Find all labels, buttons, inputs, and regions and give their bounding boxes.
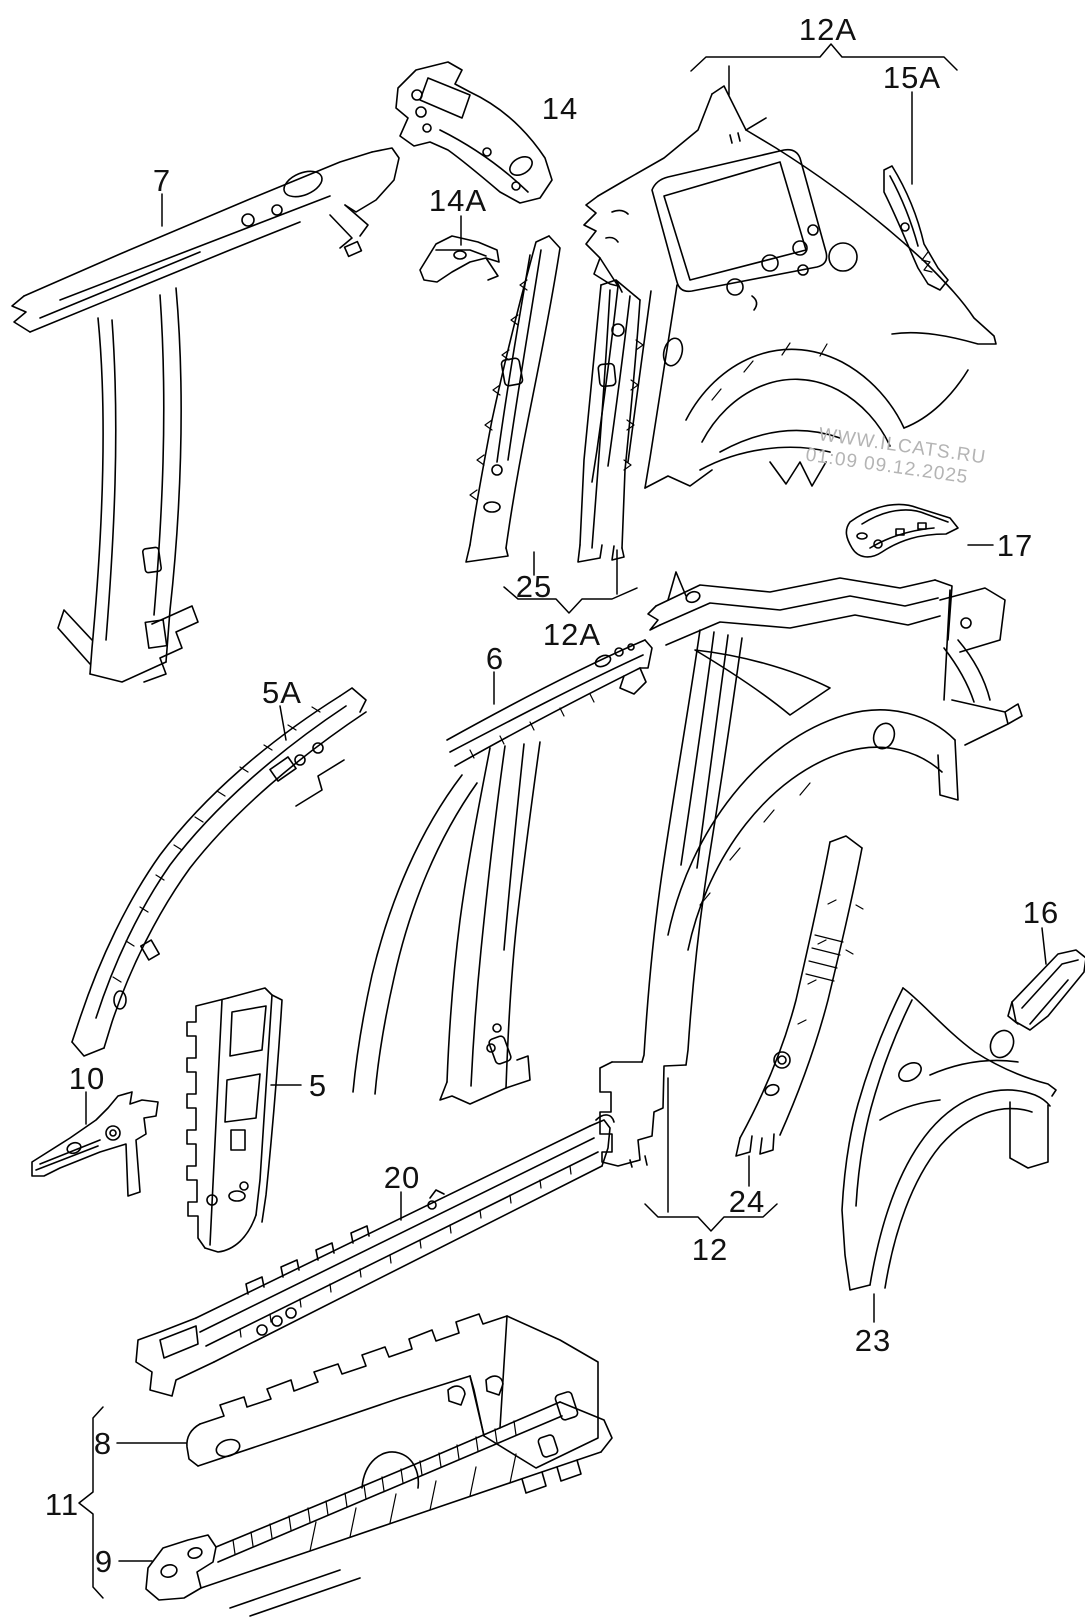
callout-leaders [78,43,1047,1599]
part-24-linework [735,835,864,1157]
callout-12a-mid: 12A [543,617,601,652]
callout-16: 16 [1023,895,1059,930]
part-15a-linework [883,165,949,291]
part-5-linework [186,987,283,1253]
callout-8: 8 [94,1426,112,1461]
part-17-linework [845,503,959,558]
callout-14: 14 [542,91,578,126]
leader-5a [279,705,287,741]
part-12-inner-quarter-linework [599,571,1023,1168]
watermark: WWW.ILCATS.RU 01:09 09.12.2025 [804,424,987,488]
part-25-right-linework [577,279,644,563]
bracket-12a-mid [503,586,638,614]
part-14a-linework [419,235,500,283]
callout-25: 25 [516,569,552,604]
callout-15a: 15A [883,60,941,95]
callout-12a-top: 12A [799,12,857,47]
part-12a-quarter-panel-linework [583,85,997,489]
leader-16 [1041,927,1047,965]
callout-5: 5 [309,1068,327,1103]
callout-17: 17 [997,528,1033,563]
callout-9: 9 [95,1544,113,1579]
callout-24: 24 [729,1184,765,1219]
callout-14a: 14A [429,183,487,218]
callout-labels: 12A 15A 14 14A 7 17 25 12A 5A 6 16 10 5 … [45,12,1059,1579]
part-8-linework [186,1313,599,1469]
part-16-linework [1007,949,1085,1031]
bracket-12a-top [690,43,958,72]
part-14-linework [395,61,553,204]
bracket-12 [644,1203,778,1232]
part-6-linework [352,639,653,1105]
callout-6: 6 [486,641,504,676]
callout-23: 23 [855,1323,891,1358]
callout-20: 20 [384,1160,420,1195]
callout-10: 10 [69,1061,105,1096]
brace-11 [78,1406,104,1599]
part-20-sill-linework [135,1114,615,1397]
callout-11: 11 [45,1487,79,1522]
callout-7: 7 [153,163,171,198]
part-5a-linework [71,687,367,1057]
part-25-left-linework [465,235,561,563]
part-9-linework [145,1401,613,1617]
part-23-fender-linework [841,987,1057,1291]
callout-5a: 5A [262,675,302,710]
callout-12: 12 [692,1232,728,1267]
part-10-linework [31,1091,159,1197]
diagram-linework [11,61,1085,1617]
part-7-linework [11,147,400,683]
